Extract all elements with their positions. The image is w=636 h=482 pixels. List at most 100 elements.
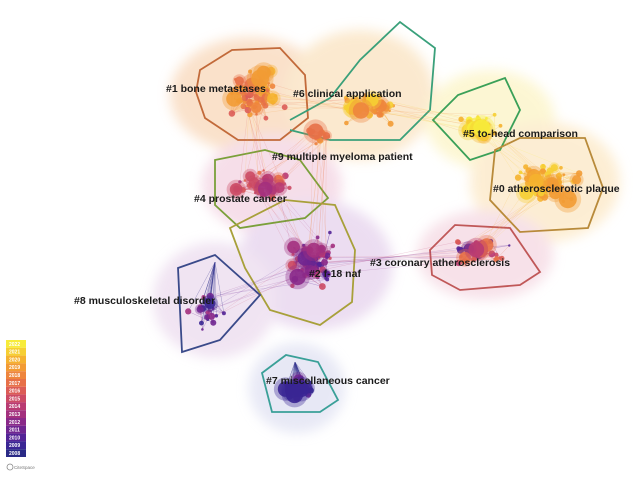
edge xyxy=(327,259,474,275)
node xyxy=(243,179,247,182)
node xyxy=(558,190,577,209)
edge xyxy=(214,261,217,316)
edge xyxy=(206,261,216,300)
node xyxy=(269,193,276,200)
edge xyxy=(188,311,214,323)
node xyxy=(257,170,262,175)
node xyxy=(304,265,317,277)
edge xyxy=(372,97,470,121)
legend-year-2013: 2013 xyxy=(9,412,20,418)
node xyxy=(307,123,324,140)
logo-text: CiteSpace xyxy=(14,465,35,470)
edge xyxy=(213,261,216,323)
node xyxy=(492,131,498,136)
node xyxy=(260,99,267,106)
legend-swatch-2013 xyxy=(6,410,26,418)
node xyxy=(572,175,582,185)
node xyxy=(492,112,497,117)
node xyxy=(559,166,563,170)
legend-year-2012: 2012 xyxy=(9,420,20,426)
edge xyxy=(260,80,362,111)
legend-swatch-2011 xyxy=(6,425,26,434)
node xyxy=(206,292,214,300)
hull-c7 xyxy=(260,354,340,413)
node xyxy=(317,137,324,144)
node xyxy=(352,102,370,119)
node xyxy=(537,189,545,197)
hull-c1 xyxy=(195,47,309,141)
node xyxy=(253,94,260,101)
legend-swatch-2019 xyxy=(6,363,26,372)
cluster-hulls xyxy=(177,20,604,413)
node xyxy=(196,305,204,313)
legend-year-2018: 2018 xyxy=(9,373,20,379)
node xyxy=(514,174,522,181)
node xyxy=(241,94,249,102)
hull-c8 xyxy=(177,253,262,354)
edge xyxy=(216,258,298,316)
node xyxy=(257,181,273,197)
node xyxy=(576,170,583,177)
node xyxy=(325,277,330,282)
edge xyxy=(486,191,539,246)
cluster-label-2: #2 f-18 naf xyxy=(309,268,361,280)
node xyxy=(286,385,304,404)
legend-swatch-2015 xyxy=(6,394,26,403)
node xyxy=(330,243,336,249)
node xyxy=(262,169,265,172)
edge xyxy=(214,261,225,314)
legend-swatch-2016 xyxy=(6,386,26,395)
node xyxy=(315,235,320,240)
node xyxy=(269,83,276,89)
node xyxy=(232,86,239,93)
edge xyxy=(494,133,543,172)
hull-c4 xyxy=(214,149,330,229)
node xyxy=(321,259,328,266)
node xyxy=(499,255,505,261)
edge xyxy=(317,137,328,256)
node xyxy=(282,172,289,180)
node xyxy=(205,310,210,315)
node xyxy=(287,185,292,190)
node xyxy=(229,183,243,196)
node xyxy=(518,170,523,175)
legend-swatch-2009 xyxy=(6,441,26,450)
legend-swatch-2008 xyxy=(6,449,26,457)
edge xyxy=(288,361,296,387)
node xyxy=(328,230,332,235)
hull-c0 xyxy=(489,137,604,233)
node xyxy=(248,177,260,189)
legend-year-2016: 2016 xyxy=(9,389,20,395)
node xyxy=(544,171,552,178)
hull-c2 xyxy=(228,199,356,326)
node xyxy=(458,116,464,123)
node xyxy=(214,314,219,318)
node xyxy=(344,97,351,104)
node xyxy=(273,174,283,184)
node xyxy=(263,115,269,121)
edge xyxy=(317,256,476,258)
node xyxy=(493,257,499,263)
node xyxy=(365,93,379,107)
node xyxy=(488,250,496,258)
node xyxy=(362,98,367,103)
edge xyxy=(458,187,552,249)
node xyxy=(199,320,204,326)
edge xyxy=(308,140,321,250)
node xyxy=(555,172,563,179)
node xyxy=(319,283,326,290)
node xyxy=(290,283,295,288)
node xyxy=(287,240,300,254)
edge xyxy=(265,132,322,178)
legend-swatch-2021 xyxy=(6,347,26,356)
node xyxy=(226,91,242,107)
citespace-logo: CiteSpace xyxy=(6,463,35,471)
cluster-label-3: #3 coronary atherosclerosis xyxy=(370,257,510,269)
edge xyxy=(310,251,472,264)
edge xyxy=(247,110,264,179)
edge xyxy=(321,248,469,265)
node xyxy=(185,308,192,315)
node xyxy=(247,112,253,118)
edge xyxy=(256,114,266,185)
node xyxy=(322,132,331,140)
